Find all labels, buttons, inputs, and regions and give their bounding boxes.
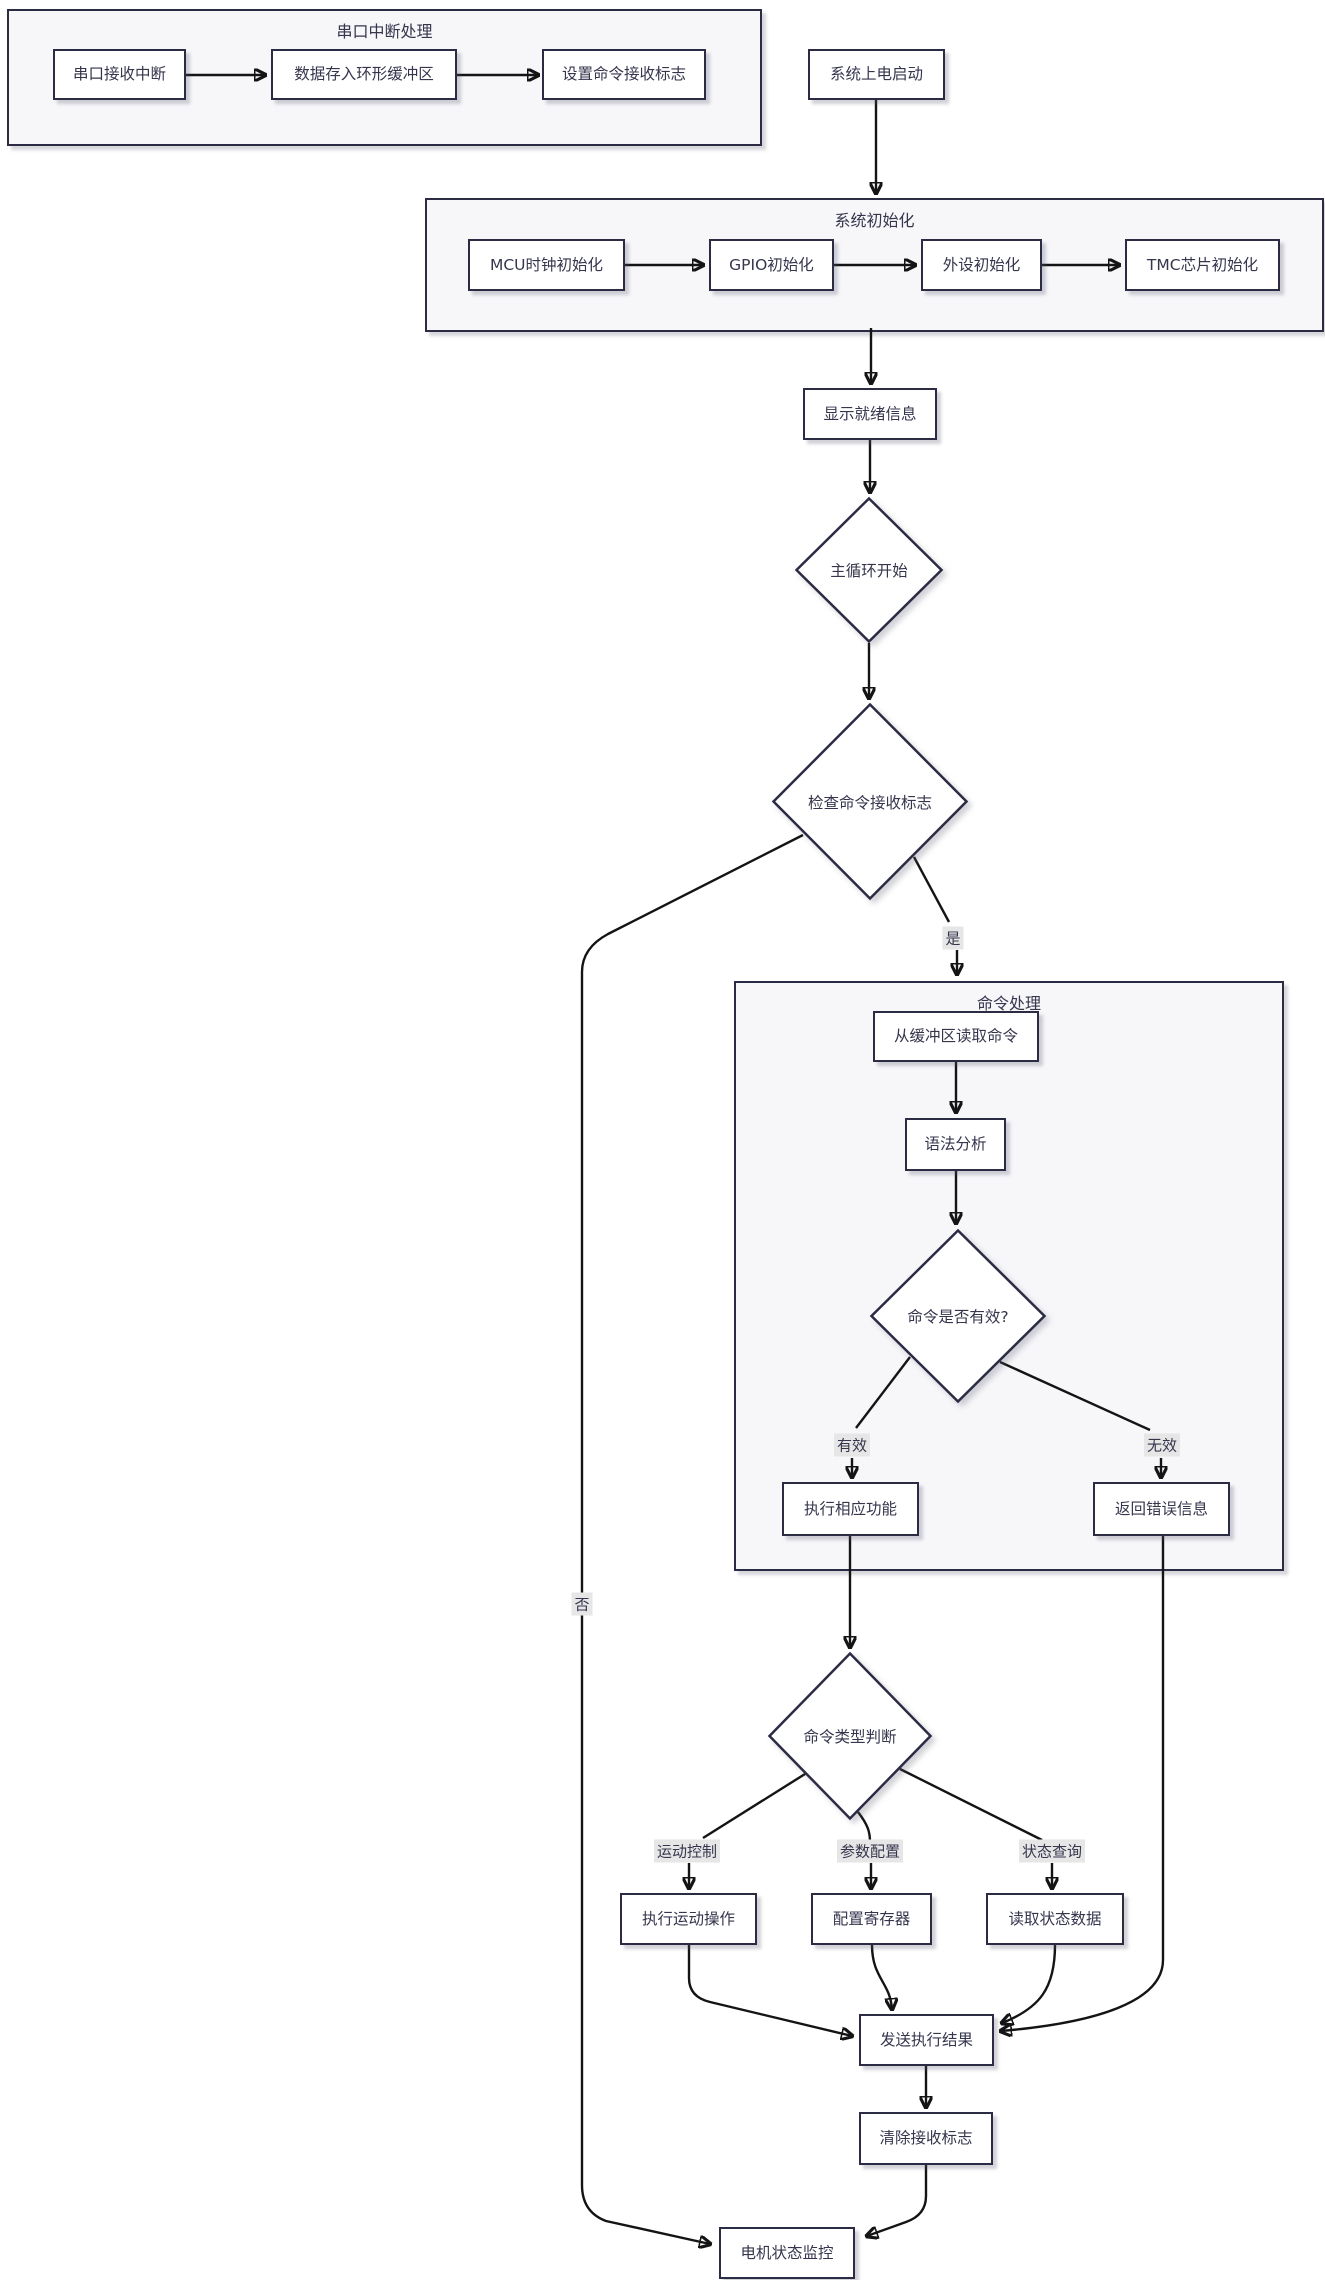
node-store-ring-buffer: 数据存入环形缓冲区 [271, 49, 457, 100]
node-read-cmd: 从缓冲区读取命令 [873, 1011, 1039, 1062]
edge-motion-to-sendresult [687, 1945, 852, 2036]
edge-config-to-sendresult [870, 1944, 892, 2009]
diamond-label: 检查命令接收标志 [807, 793, 932, 812]
edge-cmdtype-motion-a [702, 1772, 806, 1840]
diamond-label: 命令类型判断 [803, 1728, 897, 1746]
node-read-status: 读取状态数据 [986, 1893, 1124, 1945]
subgraph-title-serial-isr: 串口中断处理 [336, 22, 433, 41]
node-tmc-init: TMC芯片初始化 [1125, 239, 1280, 291]
node-cmd-type-decision: 命令类型判断 [767, 1651, 933, 1821]
edge-label-no: 否 [571, 1592, 593, 1616]
edge-checkflag-yes-a [912, 856, 951, 923]
node-set-cmd-flag: 设置命令接收标志 [542, 49, 706, 100]
node-periph-init: 外设初始化 [921, 239, 1042, 291]
diamond-shape [794, 496, 944, 644]
edge-label-status-query: 状态查询 [1018, 1839, 1086, 1863]
node-power-on: 系统上电启动 [808, 49, 945, 100]
diamond-label: 主循环开始 [830, 562, 908, 580]
edge-cmdtype-status-a [899, 1767, 1043, 1842]
node-exec-func: 执行相应功能 [782, 1482, 919, 1536]
node-cmd-valid-decision: 命令是否有效? [869, 1228, 1047, 1404]
node-motor-monitor: 电机状态监控 [719, 2227, 855, 2279]
subgraph-title-cmd-proc: 命令处理 [976, 994, 1041, 1013]
subgraph-title-sys-init: 系统初始化 [834, 211, 915, 230]
node-main-loop-decision: 主循环开始 [794, 496, 944, 644]
edge-label-motion-control: 运动控制 [653, 1839, 721, 1863]
edge-valid-yes-a [855, 1356, 911, 1429]
edge-label-invalid: 无效 [1143, 1433, 1181, 1457]
edge-status-to-sendresult [1002, 1944, 1057, 2023]
node-gpio-init: GPIO初始化 [709, 239, 834, 291]
edge-label-param-config: 参数配置 [836, 1839, 904, 1863]
node-return-error: 返回错误信息 [1093, 1482, 1230, 1536]
diamond-shape [767, 1651, 933, 1821]
edge-error-to-sendresult [1001, 1536, 1165, 2031]
node-serial-rx-interrupt: 串口接收中断 [53, 49, 186, 100]
edge-checkflag-no-to-monitor [580, 833, 804, 2244]
diamond-label: 命令是否有效? [907, 1308, 1009, 1326]
node-config-reg: 配置寄存器 [811, 1893, 932, 1945]
edge-clearflag-to-monitor [867, 2165, 928, 2236]
node-send-result: 发送执行结果 [859, 2014, 994, 2066]
node-show-ready: 显示就绪信息 [803, 388, 937, 440]
subgraph-cmd-proc: 命令处理 [734, 981, 1284, 1571]
diamond-shape [869, 1228, 1047, 1404]
node-parse: 语法分析 [905, 1118, 1006, 1171]
edge-valid-no-a [999, 1360, 1151, 1432]
edge-label-yes: 是 [942, 926, 964, 950]
node-mcu-clock-init: MCU时钟初始化 [468, 239, 625, 291]
node-check-flag-decision: 检查命令接收标志 [771, 702, 969, 901]
node-exec-motion: 执行运动操作 [620, 1893, 757, 1945]
edge-label-valid: 有效 [833, 1433, 871, 1457]
diamond-shape [771, 702, 969, 901]
node-clear-flag: 清除接收标志 [859, 2112, 993, 2165]
